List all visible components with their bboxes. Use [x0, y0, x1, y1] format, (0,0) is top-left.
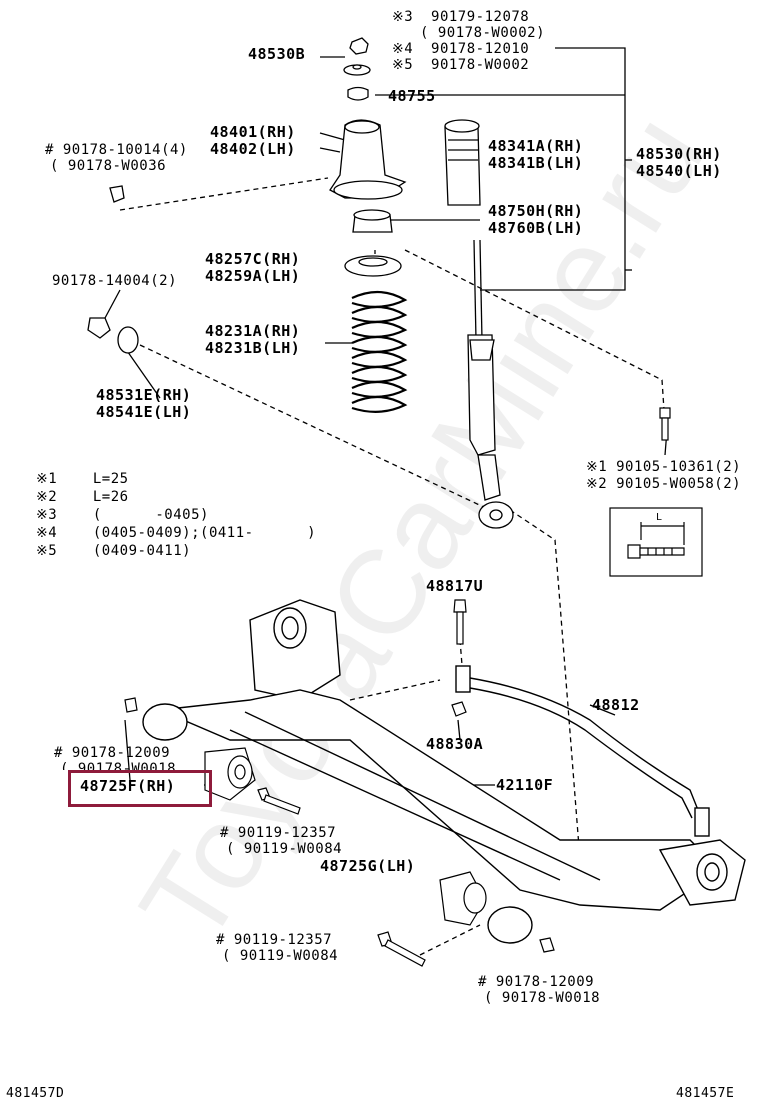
nut-90178-12009-icon-b — [539, 937, 555, 953]
stabilizer-bar-icon — [455, 665, 710, 837]
part-48530b: 48530B — [248, 45, 306, 63]
part-48401-rh: 48401(RH) — [210, 123, 296, 141]
coil-spring-icon — [351, 290, 408, 413]
rear-axle-beam-icon — [142, 599, 746, 944]
dimension-l-label: L — [656, 512, 663, 523]
bushing-48755-icon — [347, 86, 369, 101]
ref-90178-w0002-a: ( 90178-W0002) — [420, 25, 546, 41]
bump-stopper-icon — [444, 126, 481, 206]
ref-90105-10361: ※1 90105-10361(2) — [586, 459, 742, 475]
nut-90178-14004-icon — [87, 317, 111, 339]
part-48817u: 48817U — [426, 577, 484, 595]
part-48540-lh: 48540(LH) — [636, 162, 722, 180]
bracket-line-48530 — [480, 47, 626, 291]
ref-90178-12009-b: # 90178-12009 — [478, 974, 595, 990]
part-48341a-rh: 48341A(RH) — [488, 137, 584, 155]
part-48231b-lh: 48231B(LH) — [205, 339, 301, 357]
part-48259a-lh: 48259A(LH) — [205, 267, 301, 285]
ref-90119-w0084-b: ( 90119-W0084 — [222, 948, 339, 964]
bolt-90105-icon — [659, 407, 671, 419]
nut-48830a-icon — [451, 701, 467, 717]
part-48531e-rh: 48531E(RH) — [96, 386, 192, 404]
note-3: ※3 ( -0405) — [36, 507, 209, 523]
note-4: ※4 (0405-0409);(0411- ) — [36, 525, 317, 541]
ref-90178-12009-a: # 90178-12009 — [54, 745, 171, 761]
ref-90178-12010: ※4 90178-12010 — [392, 41, 530, 57]
part-48725g-lh: 48725G(LH) — [320, 857, 416, 875]
diagram-code-left: 481457D — [6, 1086, 65, 1101]
part-48725f-rh[interactable]: 48725F(RH) — [80, 777, 176, 795]
part-48812: 48812 — [592, 696, 640, 714]
part-42110f: 42110F — [496, 776, 554, 794]
nut-icon — [349, 37, 369, 55]
highlight-box-48725f[interactable] — [68, 770, 212, 807]
bolt-length-detail — [609, 507, 703, 577]
ref-90178-10014: # 90178-10014(4) — [45, 142, 188, 158]
part-48530-rh: 48530(RH) — [636, 145, 722, 163]
ref-90119-w0084-a: ( 90119-W0084 — [226, 841, 343, 857]
note-1: ※1 L=25 — [36, 471, 129, 487]
part-48830a: 48830A — [426, 735, 484, 753]
note-5: ※5 (0409-0411) — [36, 543, 192, 559]
cushion-48531-icon — [117, 326, 139, 354]
part-48257c-rh: 48257C(RH) — [205, 250, 301, 268]
nut-90178-12009-icon — [124, 697, 138, 713]
bolt-48817u-icon — [453, 599, 467, 613]
ref-90178-w0002-b: ※5 90178-W0002 — [392, 57, 530, 73]
note-2: ※2 L=26 — [36, 489, 129, 505]
ref-90119-12357-b: # 90119-12357 — [216, 932, 333, 948]
diagram-code-right: 481457E — [676, 1086, 735, 1101]
part-48750h-rh: 48750H(RH) — [488, 202, 584, 220]
ref-90119-12357-a: # 90119-12357 — [220, 825, 337, 841]
ref-90179-12078: ※3 90179-12078 — [392, 9, 530, 25]
shock-absorber-icon — [467, 239, 514, 529]
part-48231a-rh: 48231A(RH) — [205, 322, 301, 340]
nut-90178-10014-icon — [109, 185, 125, 203]
part-48341b-lh: 48341B(LH) — [488, 154, 584, 172]
part-48402-lh: 48402(LH) — [210, 140, 296, 158]
ref-90178-14004: 90178-14004(2) — [52, 273, 178, 289]
part-48760b-lh: 48760B(LH) — [488, 219, 584, 237]
ref-90105-w0058: ※2 90105-W0058(2) — [586, 476, 742, 492]
ref-90178-w0036: ( 90178-W0036 — [50, 158, 167, 174]
ref-90178-w0018-a: ( 90178-W0018 — [60, 761, 177, 770]
part-48755: 48755 — [388, 87, 436, 105]
ref-90178-w0018-b: ( 90178-W0018 — [484, 990, 601, 1006]
part-48541e-lh: 48541E(LH) — [96, 403, 192, 421]
